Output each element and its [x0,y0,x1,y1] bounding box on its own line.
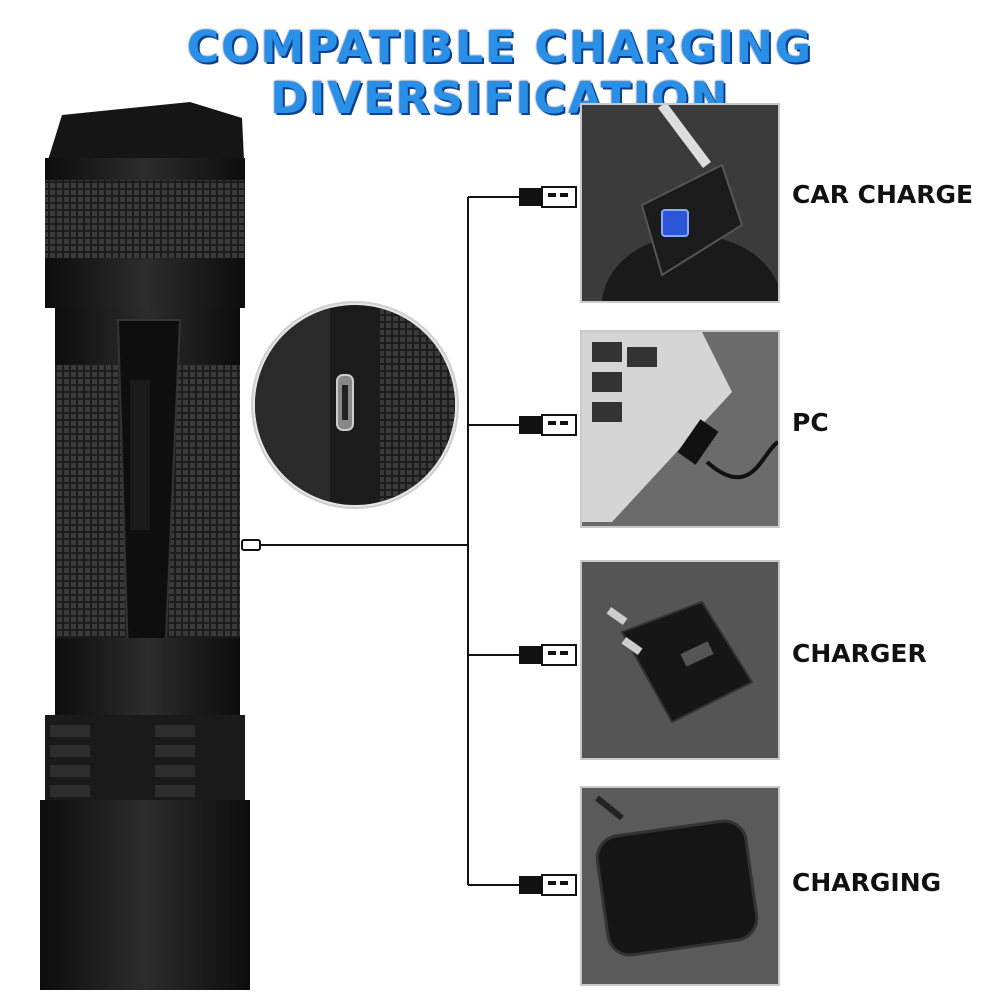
wall-charger-photo [580,560,780,760]
car-charger-photo [580,103,780,303]
page-title: COMPATIBLE CHARGING DIVERSIFICATION [186,22,814,124]
option-label-charger: CHARGER [792,639,927,668]
option-label-charging: CHARGING [792,868,942,897]
option-label-pc: PC [792,408,829,437]
connector-lines [250,196,520,886]
micro-usb-plug-icon [241,539,261,551]
usb-plug-icons [519,186,577,896]
usb-port-closeup [251,301,459,509]
laptop-photo [580,330,780,528]
power-bank-photo [580,786,780,986]
option-label-car-charge: CAR CHARGE [792,180,974,209]
